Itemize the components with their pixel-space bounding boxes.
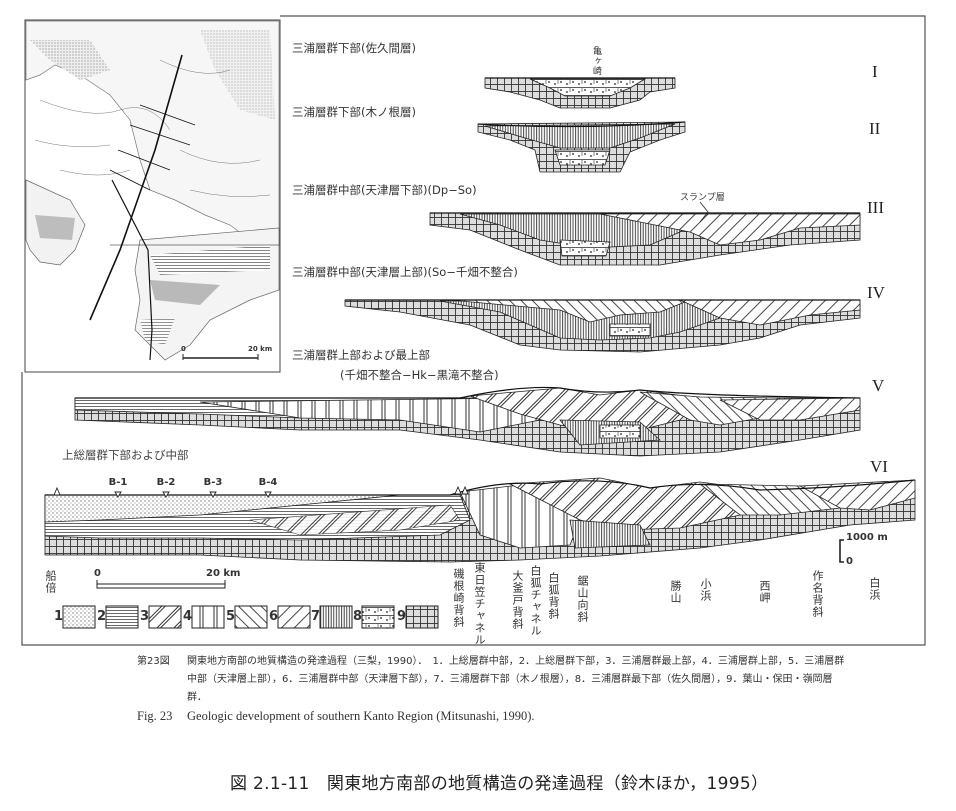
place-label: 白狐チャネル bbox=[529, 565, 542, 637]
stage-V-title: 三浦層群上部および最上部 bbox=[292, 348, 430, 362]
well-markers bbox=[53, 485, 469, 496]
place-label: 白狐背斜 bbox=[547, 572, 560, 620]
stage-II-numeral: II bbox=[869, 119, 881, 138]
stage-V-numeral: V bbox=[872, 376, 885, 395]
vertical-scale-bottom: 0 bbox=[846, 556, 853, 567]
place-label: 勝山 bbox=[669, 580, 682, 604]
stage-II-title: 三浦層群下部(木ノ根層) bbox=[292, 105, 416, 119]
slump-leader bbox=[699, 201, 709, 223]
legend-swatch-8 bbox=[361, 605, 395, 629]
vertical-scale-bar bbox=[839, 539, 844, 563]
location-map bbox=[24, 19, 281, 373]
borehole-label: B-1 bbox=[108, 477, 128, 488]
layer-3 bbox=[469, 387, 701, 433]
fig-label: Fig. 23 bbox=[137, 709, 173, 723]
legend-number: 5 bbox=[226, 609, 236, 624]
borehole-label: B-2 bbox=[156, 477, 176, 488]
horizontal-scale-end: 20 km bbox=[206, 568, 241, 579]
layer-6 bbox=[599, 213, 861, 246]
legend-number: 3 bbox=[140, 609, 150, 624]
stage-IV-numeral: IV bbox=[867, 283, 885, 302]
place-label: 鋸山向斜 bbox=[576, 575, 589, 623]
layer-8 bbox=[599, 424, 641, 439]
layer-3-west bbox=[249, 504, 461, 536]
borehole-markers bbox=[114, 491, 272, 498]
slump-layer-label: スランプ層 bbox=[680, 193, 725, 203]
cross-section-V bbox=[74, 386, 861, 457]
legend-swatch-7 bbox=[319, 605, 353, 629]
borehole-label: B-3 bbox=[203, 477, 223, 488]
stage-I-title: 三浦層群下部(佐久間層) bbox=[292, 41, 416, 55]
place-label: 小浜 bbox=[699, 578, 712, 602]
legend-number: 1 bbox=[54, 609, 64, 624]
legend-swatch-1 bbox=[62, 605, 96, 629]
map-scale-bar bbox=[182, 354, 259, 360]
stage-IV-title: 三浦層群中部(天津層上部)(So−千畑不整合) bbox=[292, 265, 518, 279]
fig-caption-english: Geologic development of southern Kanto R… bbox=[187, 709, 535, 723]
legend-swatch-9 bbox=[405, 605, 439, 629]
place-label: 東日笠チャネル bbox=[473, 562, 486, 646]
legend-number: 9 bbox=[397, 609, 407, 624]
place-label: 白浜 bbox=[868, 577, 881, 601]
cross-section-I bbox=[484, 77, 676, 109]
legend-swatch-3 bbox=[148, 605, 182, 629]
layer-8 bbox=[609, 323, 651, 337]
stage-VI-title: 上総層群下部および中部 bbox=[62, 448, 189, 462]
cross-section-IV bbox=[344, 299, 861, 353]
cross-section-II bbox=[477, 121, 686, 173]
map-scale-end: 20 km bbox=[248, 345, 273, 353]
stage-III-numeral: III bbox=[867, 198, 884, 217]
kamegasaki-label: 亀ヶ崎 bbox=[591, 46, 601, 76]
stage-III-title: 三浦層群中部(天津層下部)(Dp−So) bbox=[292, 183, 477, 197]
legend-number: 7 bbox=[311, 609, 321, 624]
legend-swatch-6 bbox=[277, 605, 311, 629]
legend-number: 2 bbox=[97, 609, 107, 624]
horizontal-scale-bar bbox=[96, 580, 226, 589]
legend-number: 4 bbox=[183, 609, 193, 624]
map-scale-start: 0 bbox=[181, 345, 186, 353]
layer-8 bbox=[559, 239, 611, 257]
legend-number: 8 bbox=[353, 609, 363, 624]
layer-7 bbox=[484, 123, 676, 149]
legend-swatch-2 bbox=[105, 605, 139, 629]
horizontal-scale-start: 0 bbox=[94, 568, 101, 579]
cross-section-III bbox=[429, 201, 861, 266]
map-hill-shading bbox=[30, 40, 110, 80]
stage-VI-numeral: VI bbox=[870, 457, 888, 476]
borehole-label: B-4 bbox=[258, 477, 278, 488]
legend-swatches bbox=[62, 605, 439, 629]
place-label: 船倍 bbox=[44, 570, 57, 594]
legend-swatch-4 bbox=[191, 605, 225, 629]
cross-section-VI bbox=[44, 477, 916, 563]
legend-swatch-5 bbox=[234, 605, 268, 629]
figure-frame bbox=[21, 15, 926, 646]
caption-label: 第23図 bbox=[137, 656, 170, 667]
stage-I-numeral: I bbox=[872, 62, 878, 81]
place-label: 作名背斜 bbox=[811, 570, 824, 618]
map-section-lines bbox=[89, 54, 279, 361]
place-label: 磯根崎背斜 bbox=[452, 568, 465, 628]
place-label: 大釜戸背斜 bbox=[511, 570, 524, 630]
layer-8 bbox=[529, 78, 647, 97]
place-label: 西岬 bbox=[758, 580, 771, 604]
layer-6 bbox=[719, 397, 861, 421]
vertical-scale-top: 1000 m bbox=[846, 532, 888, 543]
stage-V-subtitle: (千畑不整合−Hk−黒滝不整合) bbox=[340, 368, 499, 382]
figure-title: 図 2.1-11 関東地方南部の地質構造の発達過程（鈴木ほか，1995） bbox=[230, 774, 769, 794]
legend-number: 6 bbox=[269, 609, 279, 624]
layer-8 bbox=[554, 149, 611, 166]
caption-body: 関東地方南部の地質構造の発達過程（三梨，1990）． 1．上総層群中部，2．上総… bbox=[187, 656, 845, 703]
layer-7 bbox=[569, 519, 651, 549]
